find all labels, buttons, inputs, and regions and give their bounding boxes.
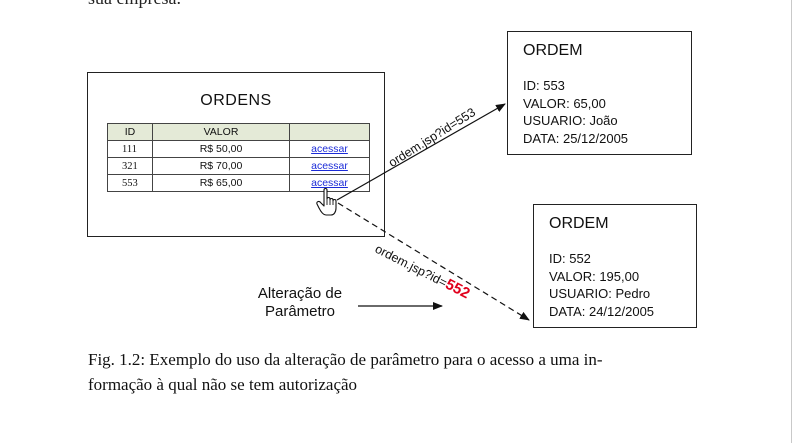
ordem-usuario: USUARIO: João: [523, 113, 618, 128]
alteracao-line-2: Parâmetro: [264, 303, 336, 320]
column-header-valor: VALOR: [152, 123, 290, 141]
ordem-usuario: USUARIO: Pedro: [549, 286, 651, 301]
caption-line-1: Fig. 1.2: Exemplo do uso da alteração de…: [88, 350, 603, 369]
caption-line-2: formação à qual não se tem autorização: [88, 375, 358, 394]
ordem-valor: VALOR: 65,00: [523, 95, 606, 111]
row-id: 553: [107, 174, 153, 192]
ordem-553-panel: ORDEM ID: 553 VALOR: 65,00 USUARIO: João…: [507, 31, 692, 155]
acessar-link[interactable]: acessar: [311, 160, 348, 172]
ordem-552-panel: ORDEM ID: 552 VALOR: 195,00 USUARIO: Ped…: [533, 204, 697, 328]
ordem-valor: VALOR: 195,00: [549, 268, 640, 284]
request-arrow-552: [337, 202, 530, 321]
alteracao-line-1: Alteração de: [257, 285, 343, 302]
row-valor: R$ 65,00: [152, 174, 290, 192]
table-row: 321 R$ 70,00 acessar: [107, 157, 370, 175]
ordem-title: ORDEM: [523, 42, 583, 59]
figure-caption: Fig. 1.2: Exemplo do uso da alteração de…: [88, 347, 708, 397]
table-header-row: ID VALOR: [107, 123, 370, 141]
column-header-id: ID: [107, 123, 153, 141]
alteracao-label: Alteração de Parâmetro: [245, 285, 355, 321]
ordem-id: ID: 552: [549, 251, 591, 266]
request-arrow-553: [336, 103, 506, 201]
ordens-table: ID VALOR 111 R$ 50,00 acessar 321 R$ 70,…: [107, 123, 370, 192]
page-edge-divider: [791, 0, 792, 443]
partial-top-text: sua empresa.: [88, 0, 181, 9]
ordens-panel: ORDENS ID VALOR 111 R$ 50,00 acessar 321…: [87, 72, 385, 237]
ordens-title: ORDENS: [200, 92, 272, 109]
acessar-link[interactable]: acessar: [311, 177, 348, 189]
table-row: 553 R$ 65,00 acessar: [107, 174, 370, 192]
table-row: 111 R$ 50,00 acessar: [107, 140, 370, 158]
ordem-data: DATA: 25/12/2005: [523, 130, 629, 146]
hand-cursor-icon: [316, 187, 337, 216]
ordem-data: DATA: 24/12/2005: [549, 303, 655, 319]
ordem-title: ORDEM: [549, 215, 609, 232]
acessar-link[interactable]: acessar: [311, 143, 348, 155]
ordem-id: ID: 553: [523, 78, 565, 93]
